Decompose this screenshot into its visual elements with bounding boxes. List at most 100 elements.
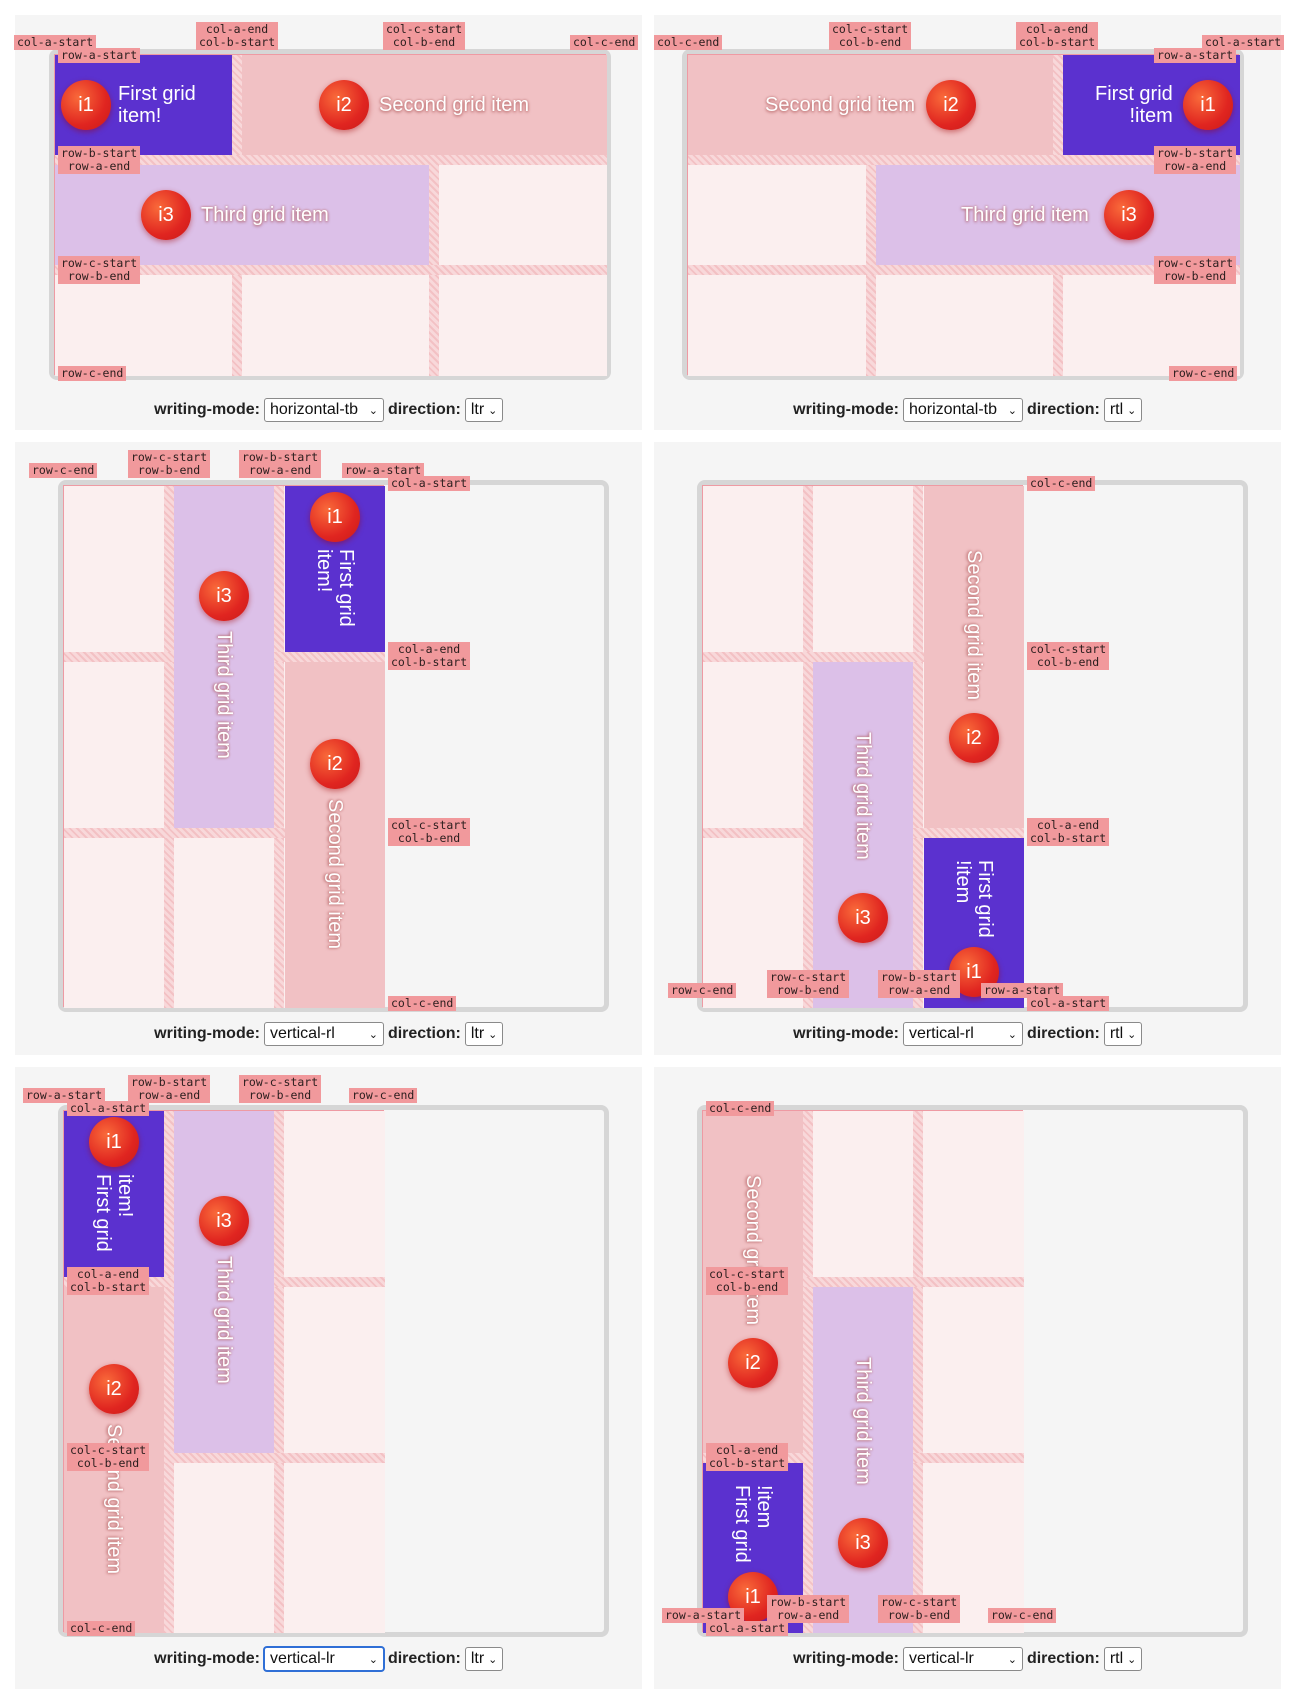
item-label: First grid !item [731, 1485, 775, 1563]
direction-select[interactable]: rtl⌄ [1103, 398, 1142, 422]
item-badge: i3 [838, 1518, 888, 1568]
item-badge: i2 [949, 713, 999, 763]
controls-bar: writing-mode: vertical-rl⌄ direction: rt… [654, 1019, 1281, 1049]
controls-bar: writing-mode: horizontal-tb⌄ direction: … [654, 395, 1281, 425]
grid-item-1: i1 First grid item! [285, 486, 385, 652]
writing-mode-label: writing-mode: [793, 401, 899, 418]
controls-bar: writing-mode: vertical-lr⌄ direction: rt… [654, 1644, 1281, 1674]
line-tag: col-a-end col-b-start [1016, 22, 1099, 50]
direction-select[interactable]: rtl⌄ [1103, 1647, 1142, 1671]
line-tag: row-c-start row-b-end [878, 1595, 961, 1623]
item-label: Third grid item [961, 204, 1089, 226]
grid-container [697, 1105, 1248, 1637]
writing-mode-label: writing-mode: [793, 1650, 899, 1667]
item-label: Second grid item [963, 550, 985, 701]
item-badge: i1 [89, 1117, 139, 1167]
item-label: Third grid item [852, 1357, 874, 1485]
writing-mode-select[interactable]: vertical-rl⌄ [902, 1022, 1023, 1046]
line-tag: col-c-end [706, 1101, 775, 1116]
line-tag: col-a-start [1027, 996, 1110, 1011]
chevron-down-icon: ⌄ [1127, 1028, 1137, 1041]
line-tag: row-a-start [23, 1088, 106, 1103]
item-label: Third grid item [213, 631, 235, 759]
line-tag: row-c-start row-b-end [128, 450, 211, 478]
demo-panel-vlr-ltr: i1 First grid item! i2 Second grid item … [15, 1067, 642, 1689]
controls-bar: writing-mode: vertical-rl⌄ direction: lt… [15, 1019, 642, 1049]
chevron-down-icon: ⌄ [1007, 1028, 1017, 1041]
item-badge: i3 [141, 190, 191, 240]
line-tag: row-b-start row-a-end [239, 450, 322, 478]
grid-item-3: i3 Third grid item [174, 486, 274, 828]
direction-select[interactable]: ltr⌄ [464, 398, 503, 422]
line-tag: row-b-start row-a-end [1154, 146, 1237, 174]
item-label: First grid item! [313, 549, 357, 627]
line-tag: col-c-start col-b-end [706, 1267, 789, 1295]
line-tag: row-a-start [58, 48, 141, 63]
grid-container [49, 49, 611, 380]
chevron-down-icon: ⌄ [488, 1653, 498, 1666]
chevron-down-icon: ⌄ [488, 1028, 498, 1041]
line-tag: row-b-start row-a-end [767, 1595, 850, 1623]
grid-container [58, 480, 609, 1012]
line-tag: row-c-end [29, 463, 98, 478]
writing-mode-select[interactable]: vertical-lr⌄ [902, 1647, 1023, 1671]
writing-mode-select[interactable]: horizontal-tb⌄ [263, 398, 384, 422]
chevron-down-icon: ⌄ [1007, 404, 1017, 417]
line-tag: row-c-end [58, 366, 127, 381]
direction-label: direction: [1026, 401, 1100, 418]
writing-mode-select[interactable]: vertical-rl⌄ [263, 1022, 384, 1046]
writing-mode-label: writing-mode: [154, 401, 260, 418]
grid: Second grid item i2 First grid !item i1 … [702, 485, 1024, 1008]
line-tag: col-a-end col-b-start [67, 1267, 150, 1295]
grid-item-3: Third grid item i3 [876, 165, 1240, 265]
demo-panel-htb-ltr: i1 First grid item! i2 Second grid item … [14, 15, 642, 430]
line-tag: col-c-end [654, 35, 723, 50]
chevron-down-icon: ⌄ [368, 404, 378, 417]
grid: i1 First grid item! i2 Second grid item … [54, 54, 607, 376]
grid-item-1: First grid !item i1 [1063, 55, 1240, 155]
item-badge: i2 [926, 80, 976, 130]
direction-label: direction: [387, 1650, 461, 1667]
grid-item-3: Third grid item i3 [813, 1287, 913, 1633]
line-tag: col-c-end [388, 996, 457, 1011]
direction-select[interactable]: ltr⌄ [464, 1022, 503, 1046]
grid-container [58, 1105, 609, 1637]
item-badge: i2 [310, 739, 360, 789]
item-label: Second grid item [765, 94, 916, 116]
line-tag: col-c-start col-b-end [383, 22, 466, 50]
grid-container [697, 480, 1248, 1012]
line-tag: row-a-start [662, 1608, 745, 1623]
grid-item-3: i3 Third grid item [174, 1111, 274, 1453]
grid-container [682, 49, 1244, 380]
line-tag: col-a-end col-b-start [388, 642, 471, 670]
line-tag: row-b-start row-a-end [58, 146, 141, 174]
writing-mode-label: writing-mode: [793, 1025, 899, 1042]
direction-select[interactable]: ltr⌄ [464, 1647, 503, 1671]
line-tag: row-b-start row-a-end [878, 970, 961, 998]
direction-select[interactable]: rtl⌄ [1103, 1022, 1142, 1046]
chevron-down-icon: ⌄ [1127, 1653, 1137, 1666]
line-tag: col-c-end [1027, 476, 1096, 491]
item-label: Second grid item [742, 1175, 764, 1326]
writing-mode-select[interactable]: vertical-lr⌄ [263, 1647, 384, 1671]
demo-panel-vlr-rtl: Second grid item i2 First grid !item i1 … [654, 1067, 1281, 1689]
item-badge: i2 [89, 1364, 139, 1414]
direction-label: direction: [1026, 1025, 1100, 1042]
item-badge: i2 [319, 80, 369, 130]
chevron-down-icon: ⌄ [488, 404, 498, 417]
demo-panel-vrl-ltr: i1 First grid item! i2 Second grid item … [15, 442, 642, 1055]
line-tag: col-c-start col-b-end [829, 22, 912, 50]
line-tag: col-a-start [706, 1621, 789, 1636]
line-tag: col-a-start [388, 476, 471, 491]
grid-item-2: Second grid item i2 [703, 1111, 803, 1453]
controls-bar: writing-mode: vertical-lr⌄ direction: lt… [15, 1644, 642, 1674]
grid-item-3: i3 Third grid item [55, 165, 429, 265]
line-tag: row-c-end [988, 1608, 1057, 1623]
line-tag: row-c-end [1169, 366, 1238, 381]
item-label: Third grid item [201, 204, 329, 226]
item-label: First grid item! [92, 1174, 136, 1252]
line-tag: row-c-end [668, 983, 737, 998]
writing-mode-select[interactable]: horizontal-tb⌄ [902, 398, 1023, 422]
line-tag: row-b-start row-a-end [128, 1075, 211, 1103]
line-tag: col-a-start [1202, 35, 1285, 50]
